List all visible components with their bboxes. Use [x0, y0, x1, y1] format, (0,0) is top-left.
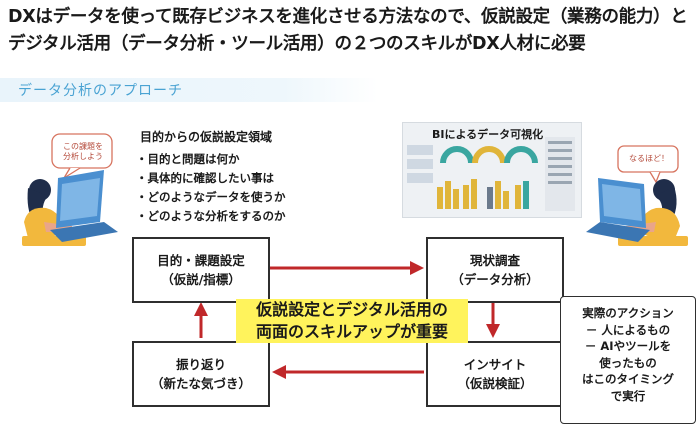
box-insight-line2: （仮説検証） [457, 376, 533, 391]
key-message: 仮説設定とデジタル活用の 両面のスキルアップが重要 [236, 299, 468, 343]
section-title: データ分析のアプローチ [18, 83, 183, 99]
cycle-arrows [194, 261, 500, 379]
box-current-survey: 現状調査 （データ分析） [426, 237, 564, 303]
note-line: － 人によるもの [585, 322, 671, 337]
box-purpose-setting: 目的・課題設定 （仮説/指標） [132, 237, 270, 303]
box-purpose-line2: （仮説/指標） [161, 272, 241, 287]
right-speech-bubble-icon [617, 145, 679, 184]
box-survey-line1: 現状調査 [469, 253, 520, 268]
right-laptop-icon [586, 178, 650, 242]
left-laptop-icon [50, 170, 118, 242]
right-person-icon [618, 179, 688, 246]
note-line: はこのタイミング [582, 372, 674, 386]
box-reflection-line1: 振り返り [175, 357, 226, 372]
headline: DXはデータを使って既存ビジネスを進化させる方法なので、仮説設定（業務の能力）と… [8, 7, 688, 54]
key-message-line1: 仮説設定とデジタル活用の [256, 300, 448, 319]
right-bubble-text: なるほど！ [629, 154, 669, 163]
key-message-line2: 両面のスキルアップが重要 [255, 322, 448, 341]
left-bubble-line1: この課題を [63, 142, 103, 151]
box-reflection-line2: （新たな気づき） [150, 376, 251, 391]
note-line: 実際のアクション [582, 306, 674, 320]
note-line: 使ったもの [599, 355, 657, 370]
goal-item: ・どのような分析をするのか [136, 209, 286, 223]
note-line: － AIやツールを [584, 339, 672, 353]
goal-item: ・どのようなデータを使うか [136, 190, 286, 204]
box-reflection: 振り返り （新たな気づき） [132, 341, 270, 407]
goal-item: ・目的と問題は何か [136, 152, 240, 166]
goal-item: ・具体的に確認したい事は [136, 171, 274, 185]
action-note: 実際のアクション － 人によるもの － AIやツールを 使ったもの はこのタイミ… [560, 296, 696, 424]
box-purpose-line1: 目的・課題設定 [157, 253, 245, 268]
box-insight-line1: インサイト [463, 357, 527, 372]
goals-list: ・目的と問題は何か ・具体的に確認したい事は ・どのようなデータを使うか ・どの… [136, 150, 286, 226]
box-survey-line2: （データ分析） [451, 272, 539, 287]
goals-title: 目的からの仮説設定領域 [140, 130, 273, 144]
section-band [0, 78, 378, 102]
box-insight: インサイト （仮説検証） [426, 341, 564, 407]
note-line: で実行 [610, 388, 646, 403]
bi-title: BIによるデータ可視化 [432, 126, 544, 142]
left-bubble-text: この課題を 分析しよう [54, 142, 112, 162]
left-bubble-line2: 分析しよう [63, 152, 103, 161]
